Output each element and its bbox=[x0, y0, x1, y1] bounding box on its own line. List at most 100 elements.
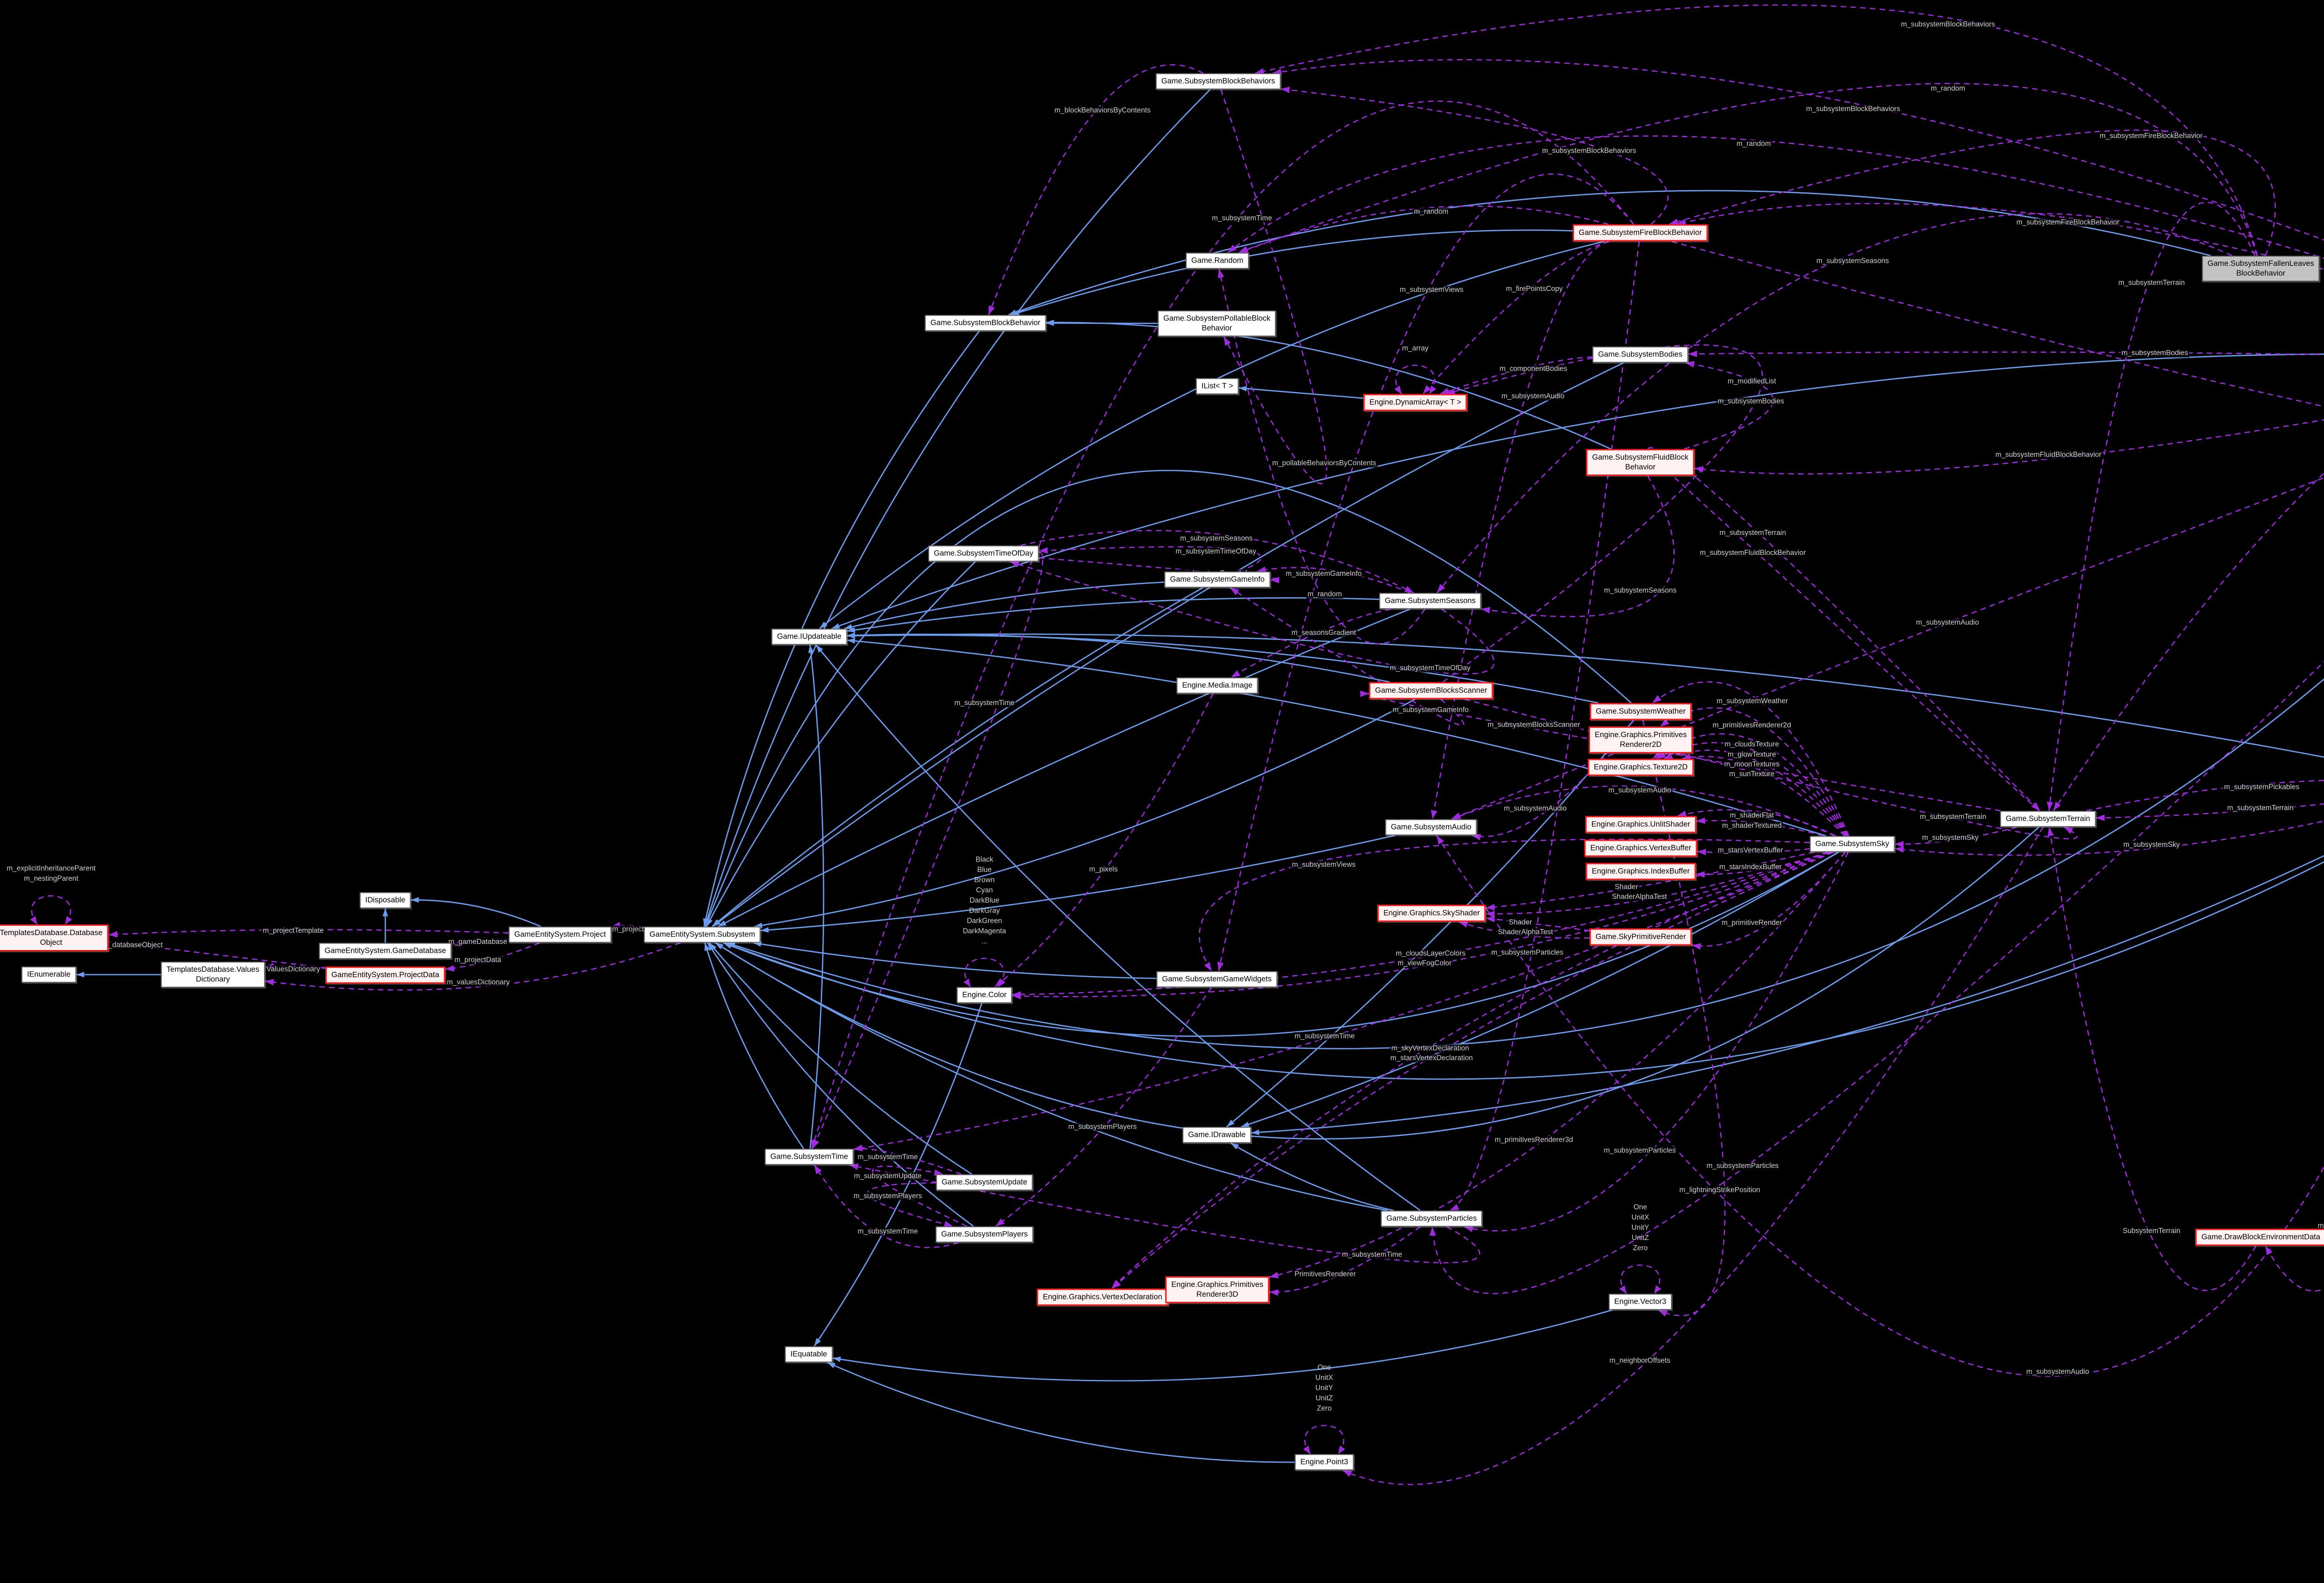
node-bodies[interactable]: Game.SubsystemBodies bbox=[1592, 346, 1688, 363]
edge-label: m_sunTexture bbox=[1728, 770, 1776, 778]
node-color[interactable]: Engine.Color bbox=[957, 987, 1012, 1003]
node-timeOfDay[interactable]: Game.SubsystemTimeOfDay bbox=[928, 545, 1039, 562]
edge-label: m_subsystemTime bbox=[1293, 1032, 1356, 1041]
node-label: IDisposable bbox=[365, 896, 406, 904]
node-label: Game.IUpdateable bbox=[777, 632, 842, 641]
node-image[interactable]: Engine.Media.Image bbox=[1176, 677, 1258, 694]
edge-label: m_subsystemViews bbox=[1398, 286, 1465, 294]
node-blocksScanner[interactable]: Game.SubsystemBlocksScanner bbox=[1369, 682, 1493, 699]
node-idisposable[interactable]: IDisposable bbox=[359, 892, 411, 909]
node-label: IEnumerable bbox=[27, 970, 71, 979]
edge-label: m_subsystemSeasons bbox=[1815, 257, 1890, 265]
edge-label: m_subsystemSeasons bbox=[1603, 587, 1678, 595]
node-projectData[interactable]: GameEntitySystem.ProjectData bbox=[325, 966, 445, 984]
edge-label: m_subsystemSky bbox=[2122, 841, 2181, 849]
edge-label: m_subsystemTerrain bbox=[2117, 279, 2186, 287]
edge-label: m_starsVertexDeclaration bbox=[1389, 1054, 1474, 1062]
node-random[interactable]: Game.Random bbox=[1186, 252, 1249, 269]
node-label: Behavior bbox=[1202, 324, 1232, 332]
edge-label: m_subsystemTime bbox=[1340, 1251, 1404, 1259]
self-loop-label: m_nestingParent bbox=[24, 875, 79, 883]
edge-label: m_subsystemTime bbox=[856, 1227, 919, 1236]
node-ibuf[interactable]: Engine.Graphics.IndexBuffer bbox=[1585, 863, 1696, 880]
edge-label: m_gameDatabase bbox=[447, 938, 509, 946]
node-idrawable[interactable]: Game.IDrawable bbox=[1182, 1127, 1251, 1143]
node-label: Game.SubsystemTime bbox=[770, 1152, 848, 1161]
node-iupdateable[interactable]: Game.IUpdateable bbox=[771, 628, 847, 645]
edge-label: m_random bbox=[1306, 590, 1344, 599]
edge-label: m_viewFogColor bbox=[1396, 959, 1453, 968]
node-label: Game.SubsystemBlockBehaviors bbox=[1161, 77, 1275, 86]
node-iequatable[interactable]: IEquatable bbox=[785, 1346, 833, 1363]
edge-label: m_subsystemUpdate bbox=[852, 1172, 923, 1181]
edge-label: m_random bbox=[1412, 208, 1450, 216]
node-vbuf[interactable]: Engine.Graphics.VertexBuffer bbox=[1584, 839, 1697, 857]
edge-label: m_subsystemAudio bbox=[1502, 805, 1568, 813]
node-vector3[interactable]: Engine.Vector3 bbox=[1609, 1293, 1672, 1310]
node-label: TemplatesDatabase.Values bbox=[166, 965, 259, 974]
node-label: Engine.Graphics.IndexBuffer bbox=[1591, 867, 1690, 876]
edge-label: m_skyVertexDeclaration bbox=[1390, 1044, 1471, 1053]
node-dbed[interactable]: Game.DrawBlockEnvironmentData bbox=[2195, 1228, 2324, 1246]
node-blockBehavior[interactable]: Game.SubsystemBlockBehavior bbox=[924, 315, 1046, 331]
node-label: Game.SubsystemSky bbox=[1815, 839, 1889, 848]
edge-label: m_databaseObject bbox=[100, 941, 165, 950]
edge-label: m_subsystemTime bbox=[856, 1153, 919, 1161]
edge-label: m_subsystemBodies bbox=[2120, 349, 2190, 357]
node-label: Game.SubsystemUpdate bbox=[941, 1178, 1028, 1187]
node-label: GameEntitySystem.ProjectData bbox=[331, 970, 439, 979]
node-sky[interactable]: Game.SubsystemSky bbox=[1809, 836, 1895, 852]
node-gameInfo[interactable]: Game.SubsystemGameInfo bbox=[1164, 571, 1270, 588]
node-project[interactable]: GameEntitySystem.Project bbox=[508, 926, 612, 943]
edge-label: m_lightningStrikePosition bbox=[1677, 1186, 1762, 1194]
edge-label: ValuesDictionary bbox=[265, 965, 322, 974]
node-particles[interactable]: Game.SubsystemParticles bbox=[1380, 1210, 1483, 1227]
node-dynArray[interactable]: Engine.DynamicArray< T > bbox=[1363, 394, 1467, 411]
node-audio[interactable]: Game.SubsystemAudio bbox=[1385, 819, 1477, 836]
edge-label: ShaderAlphaTest bbox=[1496, 928, 1555, 937]
self-loop-label: Brown bbox=[974, 876, 995, 884]
node-label: Engine.Graphics.VertexDeclaration bbox=[1043, 1293, 1162, 1301]
edge-label: m_projectData bbox=[453, 956, 503, 964]
self-loop-label: UnitX bbox=[1315, 1373, 1333, 1382]
node-skyShader[interactable]: Engine.Graphics.SkyShader bbox=[1377, 904, 1486, 922]
node-seasons[interactable]: Game.SubsystemSeasons bbox=[1379, 593, 1481, 609]
node-gameWidgets[interactable]: Game.SubsystemGameWidgets bbox=[1156, 971, 1277, 988]
node-update[interactable]: Game.SubsystemUpdate bbox=[936, 1174, 1033, 1191]
node-terrain[interactable]: Game.SubsystemTerrain bbox=[2000, 811, 2096, 827]
node-weather[interactable]: Game.SubsystemWeather bbox=[1590, 703, 1692, 720]
node-gameDatabase[interactable]: GameEntitySystem.GameDatabase bbox=[319, 943, 452, 959]
node-ilist[interactable]: IList< T > bbox=[1195, 378, 1239, 395]
node-unlitShader[interactable]: Engine.Graphics.UnlitShader bbox=[1585, 816, 1697, 833]
node-players[interactable]: Game.SubsystemPlayers bbox=[935, 1226, 1034, 1243]
node-time[interactable]: Game.SubsystemTime bbox=[765, 1148, 854, 1165]
node-fire[interactable]: Game.SubsystemFireBlockBehavior bbox=[1572, 224, 1708, 242]
node-tex2d[interactable]: Engine.Graphics.Texture2D bbox=[1588, 759, 1694, 776]
edge-label: m_starsIndexBuffer bbox=[1717, 863, 1783, 871]
edge-label: m_seasonsGradient bbox=[1290, 629, 1358, 637]
node-point3[interactable]: Engine.Point3 bbox=[1294, 1454, 1354, 1471]
edge-label: m_subsystemViews bbox=[1290, 861, 1357, 869]
self-loop-label: Blue bbox=[977, 865, 992, 874]
edge-label: m_modifiedList bbox=[1726, 377, 1778, 386]
node-blockBehaviors[interactable]: Game.SubsystemBlockBehaviors bbox=[1155, 73, 1281, 90]
node-label: Game.SubsystemGameWidgets bbox=[1162, 975, 1272, 983]
node-vdecl[interactable]: Engine.Graphics.VertexDeclaration bbox=[1037, 1288, 1169, 1306]
node-ienumerable[interactable]: IEnumerable bbox=[21, 966, 76, 983]
node-skyPrim[interactable]: Game.SkyPrimitiveRender bbox=[1589, 928, 1692, 946]
edge-label: ShaderAlphaTest bbox=[1610, 893, 1669, 901]
edge-label: m_cloudsTexture bbox=[1723, 740, 1781, 749]
edge-label: m_subsystemTime bbox=[1210, 214, 1274, 223]
node-label: Game.SubsystemFallenLeaves bbox=[2207, 259, 2314, 268]
node-subsystem[interactable]: GameEntitySystem.Subsystem bbox=[644, 926, 761, 943]
edge-label: m_pollableBehaviorsByContents bbox=[1270, 459, 1378, 468]
edge-label: m_moonTextures bbox=[1723, 760, 1781, 769]
